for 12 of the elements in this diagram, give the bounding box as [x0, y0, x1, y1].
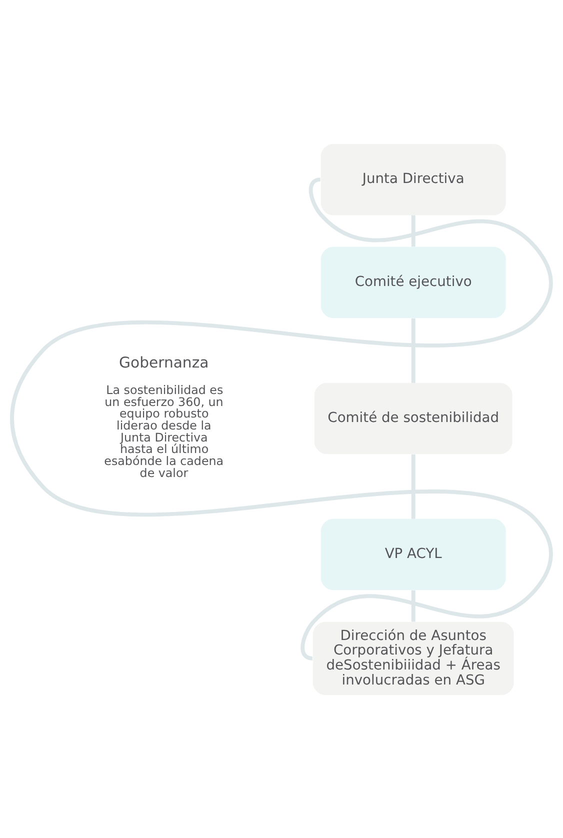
node-box: Comité de sostenibilidad: [314, 382, 512, 454]
connector: [411, 590, 416, 622]
connector: [10, 178, 553, 660]
label: Gobernanza: [119, 354, 209, 372]
node-box: Comité ejecutivo: [320, 246, 506, 318]
connector: [411, 318, 416, 382]
node-box: Junta Directiva: [320, 143, 506, 215]
node-box: Dirección de Asuntos Corporativos y Jefatura deSostenibiiidad + Áreas involucradas en ASG: [312, 621, 514, 695]
node-box: VP ACYL: [320, 518, 506, 590]
connector: [411, 214, 416, 246]
connector: [411, 454, 416, 518]
label: La sostenibilidad es un esfuerzo 360, un equipo robusto liderao desde la Junta Directiva hasta el último esabónde la cadena de valor: [104, 382, 224, 480]
